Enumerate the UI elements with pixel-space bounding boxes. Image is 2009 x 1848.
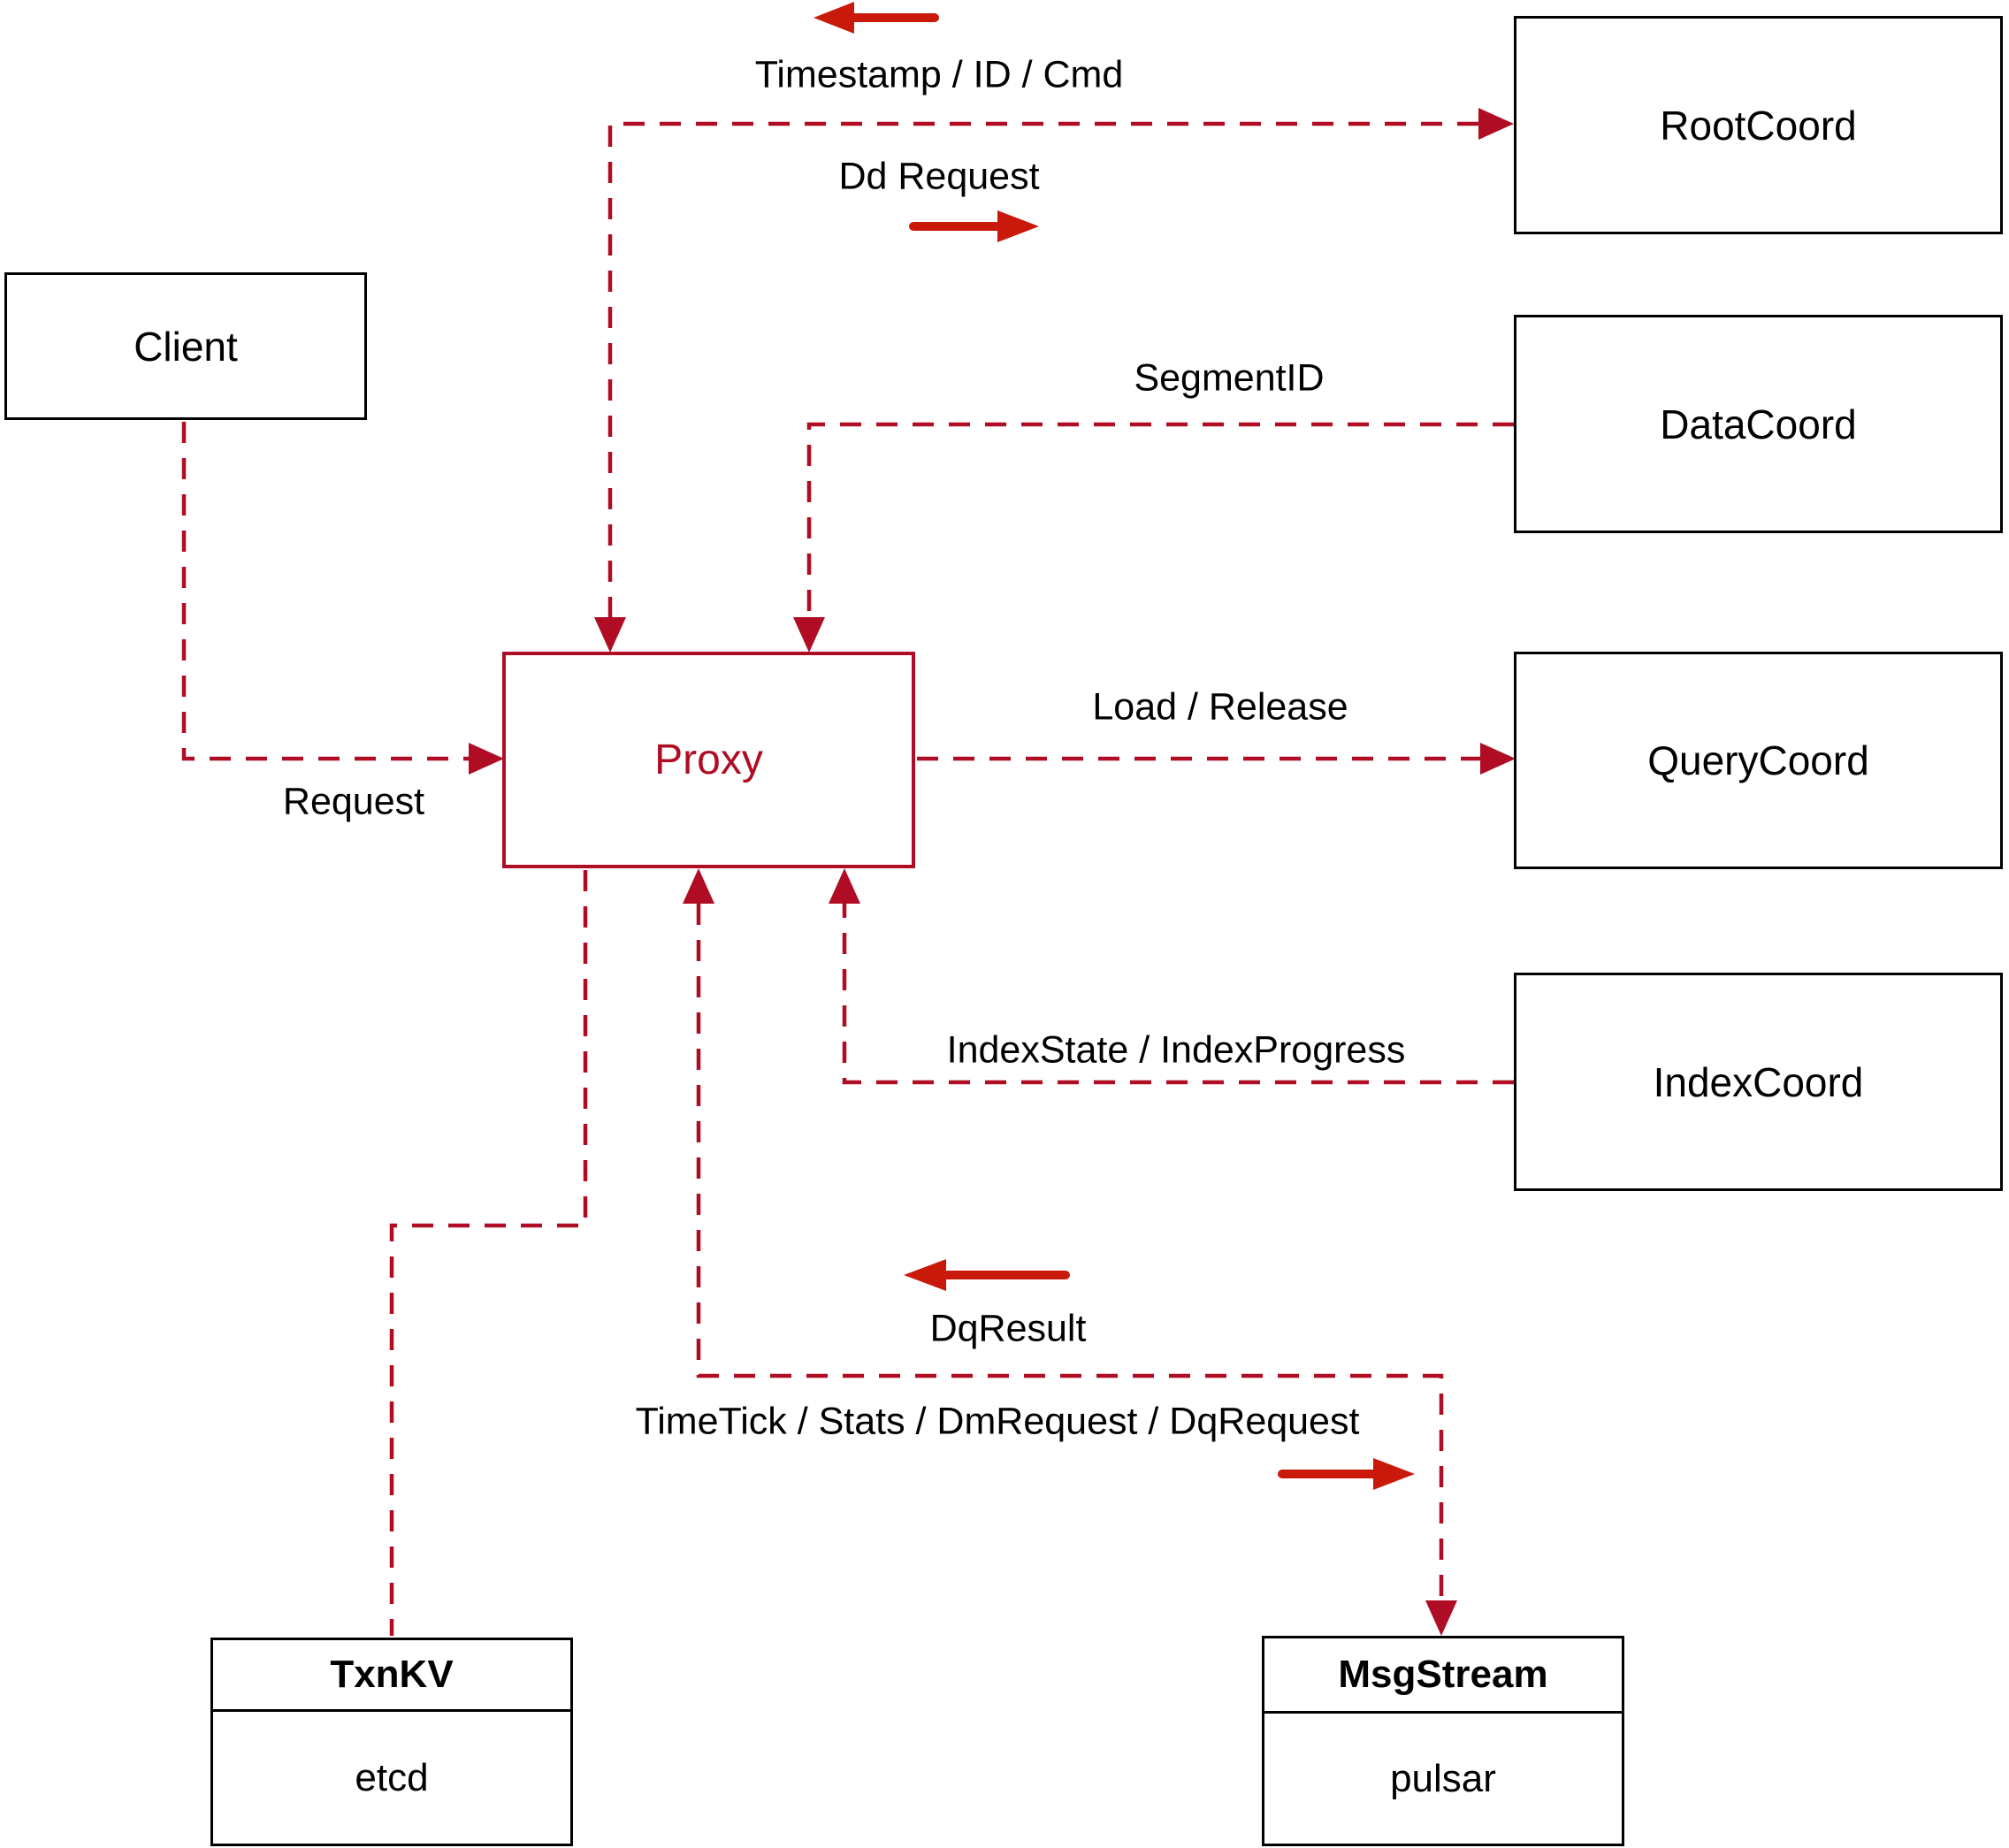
node-msgstream: MsgStream pulsar <box>1262 1636 1624 1846</box>
edge-label-index-state: IndexState / IndexProgress <box>946 1028 1406 1072</box>
edge-rootcoord-proxy <box>607 121 1478 617</box>
edge-label-timestamp-id-cmd: Timestamp / ID / Cmd <box>754 53 1124 96</box>
node-msgstream-subtitle: pulsar <box>1390 1756 1496 1800</box>
edge-proxy-msgstream <box>696 904 1444 1602</box>
edge-label-request: Request <box>282 780 425 823</box>
arrowhead-icon <box>1480 743 1516 775</box>
node-indexcoord-label: IndexCoord <box>1653 1058 1864 1105</box>
arrowhead-icon <box>793 617 825 653</box>
node-msgstream-title: MsgStream <box>1264 1638 1622 1714</box>
node-txnkv: TxnKV etcd <box>210 1638 573 1846</box>
node-indexcoord: IndexCoord <box>1514 973 2003 1191</box>
node-rootcoord-label: RootCoord <box>1660 102 1857 149</box>
node-txnkv-subtitle: etcd <box>355 1755 429 1799</box>
edge-label-dd-request: Dd Request <box>838 155 1040 198</box>
arrowhead-icon <box>594 617 626 653</box>
edge-proxy-txnkv <box>389 870 588 1636</box>
edge-label-segment-id: SegmentID <box>1134 356 1325 400</box>
edge-datacoord-proxy <box>806 422 1514 617</box>
right-arrow-icon <box>1278 1458 1415 1490</box>
node-rootcoord: RootCoord <box>1514 16 2003 234</box>
edge-indexcoord-proxy <box>842 904 1514 1085</box>
node-proxy-label: Proxy <box>654 737 763 783</box>
node-querycoord: QueryCoord <box>1514 652 2003 869</box>
edge-label-dq-result: DqResult <box>929 1307 1087 1350</box>
arrowhead-icon <box>1478 108 1514 140</box>
right-arrow-icon <box>909 210 1039 242</box>
node-datacoord-label: DataCoord <box>1660 401 1857 447</box>
arrowhead-icon <box>829 868 860 904</box>
left-arrow-icon <box>814 2 939 34</box>
node-querycoord-label: QueryCoord <box>1647 737 1869 783</box>
arrowhead-icon <box>683 868 714 904</box>
edge-label-load-release: Load / Release <box>1092 685 1348 729</box>
left-arrow-icon <box>904 1259 1070 1291</box>
node-datacoord: DataCoord <box>1514 315 2003 533</box>
node-txnkv-title: TxnKV <box>213 1640 570 1712</box>
arrowhead-icon <box>1425 1600 1457 1636</box>
node-proxy: Proxy <box>502 652 915 868</box>
arrowhead-icon <box>469 743 504 775</box>
node-client: Client <box>4 272 367 420</box>
edge-client-proxy <box>181 422 469 761</box>
node-client-label: Client <box>134 323 238 370</box>
edge-label-timetick: TimeTick / Stats / DmRequest / DqRequest <box>635 1400 1360 1443</box>
